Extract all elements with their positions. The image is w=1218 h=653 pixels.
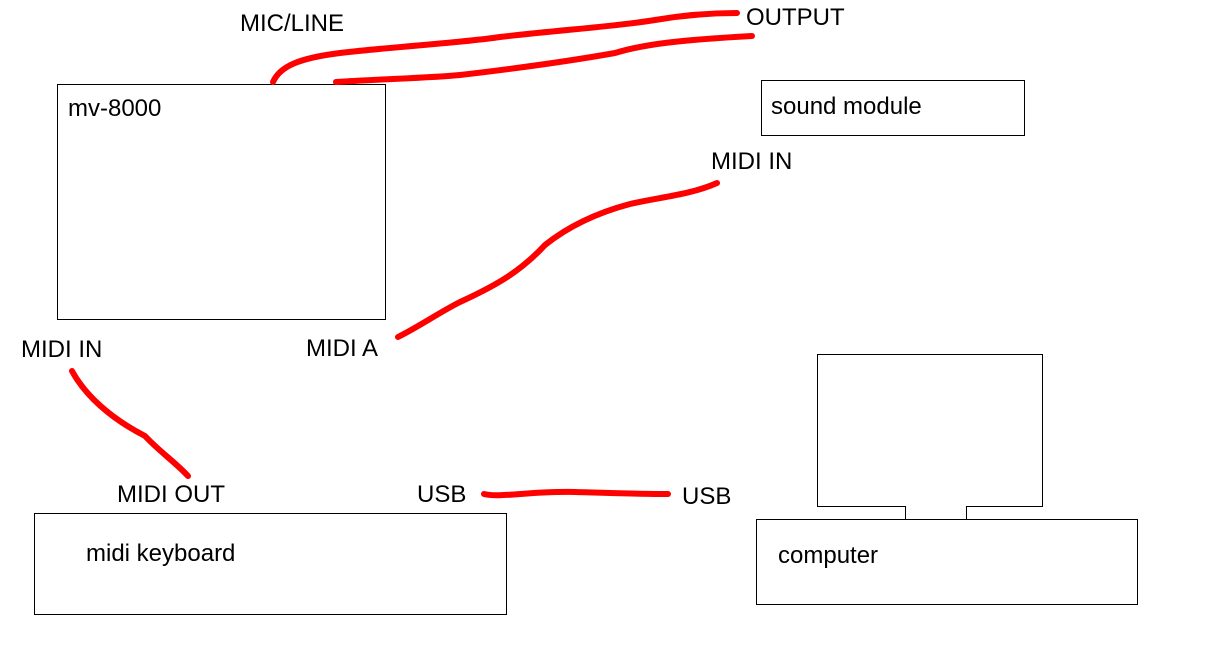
cable-midi-in-midi-out [69,368,191,479]
mv8000-box [57,84,386,320]
port-label-usb-computer: USB [682,483,732,510]
cable-midi-a-midi-in [395,180,720,340]
port-label-midi-in-mv8000: MIDI IN [21,336,103,363]
computer-base [756,519,1138,605]
port-label-midi-out-keyboard: MIDI OUT [117,481,225,508]
sound-module-label: sound module [771,93,922,120]
midi-keyboard-box [34,513,507,615]
cable-output-return [333,33,755,85]
computer-label: computer [778,542,879,569]
midi-keyboard-label: midi keyboard [86,540,236,567]
port-label-output: OUTPUT [746,4,845,31]
computer-monitor [817,354,1043,507]
port-label-midi-in-sound-module: MIDI IN [711,148,793,175]
sound-module-box [761,80,1025,136]
port-label-mic-line: MIC/LINE [240,10,345,37]
computer-stand [905,506,967,520]
mv8000-label: mv-8000 [68,95,162,122]
port-label-usb-keyboard: USB [417,481,467,508]
cable-usb-usb [481,488,671,499]
port-label-midi-a: MIDI A [306,335,379,362]
